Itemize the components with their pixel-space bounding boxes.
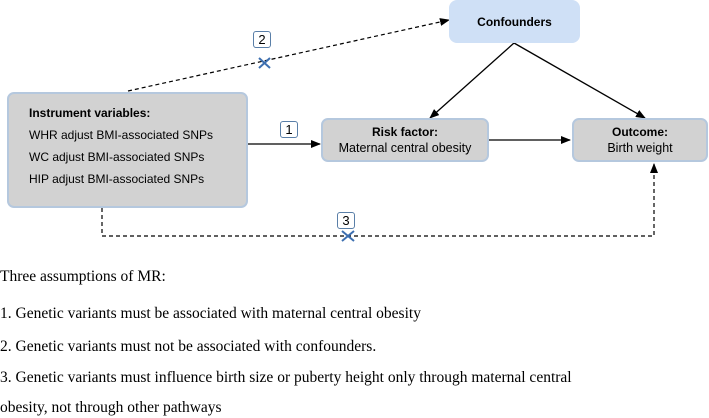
risk-factor-box: Risk factor: Maternal central obesity — [321, 118, 489, 162]
confounders-to-risk-arrow — [429, 42, 515, 119]
mr-diagram: Confounders Instrument variables: WHR ad… — [7, 0, 708, 242]
path-label-1: 1 — [280, 121, 298, 138]
broken-mark-2-icon — [258, 57, 271, 69]
confounders-label: Confounders — [477, 14, 552, 29]
path-3-line — [101, 163, 658, 237]
outcome-sub: Birth weight — [607, 141, 673, 155]
instrument-title: Instrument variables: — [29, 106, 151, 120]
instrument-item-wc: WC adjust BMI-associated SNPs — [29, 150, 205, 164]
risk-factor-sub: Maternal central obesity — [338, 141, 472, 155]
path-label-3: 3 — [337, 212, 355, 229]
assumption-2: 2. Genetic variants must not be associat… — [0, 338, 377, 355]
outcome-box: Outcome: Birth weight — [572, 118, 708, 162]
instrument-item-whr: WHR adjust BMI-associated SNPs — [29, 128, 214, 142]
assumption-3: 3. Genetic variants must influence birth… — [0, 369, 572, 386]
diagram-arrows — [101, 18, 658, 242]
confounders-box: Confounders — [449, 0, 580, 43]
instrument-variables-box: Instrument variables: WHR adjust BMI-ass… — [7, 92, 248, 208]
assumption-1: 1. Genetic variants must be associated w… — [0, 305, 421, 322]
risk-factor-title: Risk factor: — [371, 125, 439, 139]
path-2-line — [127, 18, 450, 92]
assumptions-heading: Three assumptions of MR: — [0, 268, 166, 285]
instrument-item-hip: HIP adjust BMI-associated SNPs — [29, 172, 205, 186]
path-label-2: 2 — [253, 31, 271, 48]
confounders-to-outcome-arrow — [513, 42, 646, 119]
assumption-3-cont: obesity, not through other pathways — [0, 399, 222, 416]
broken-mark-3-icon — [341, 230, 355, 242]
outcome-title: Outcome: — [611, 125, 668, 139]
